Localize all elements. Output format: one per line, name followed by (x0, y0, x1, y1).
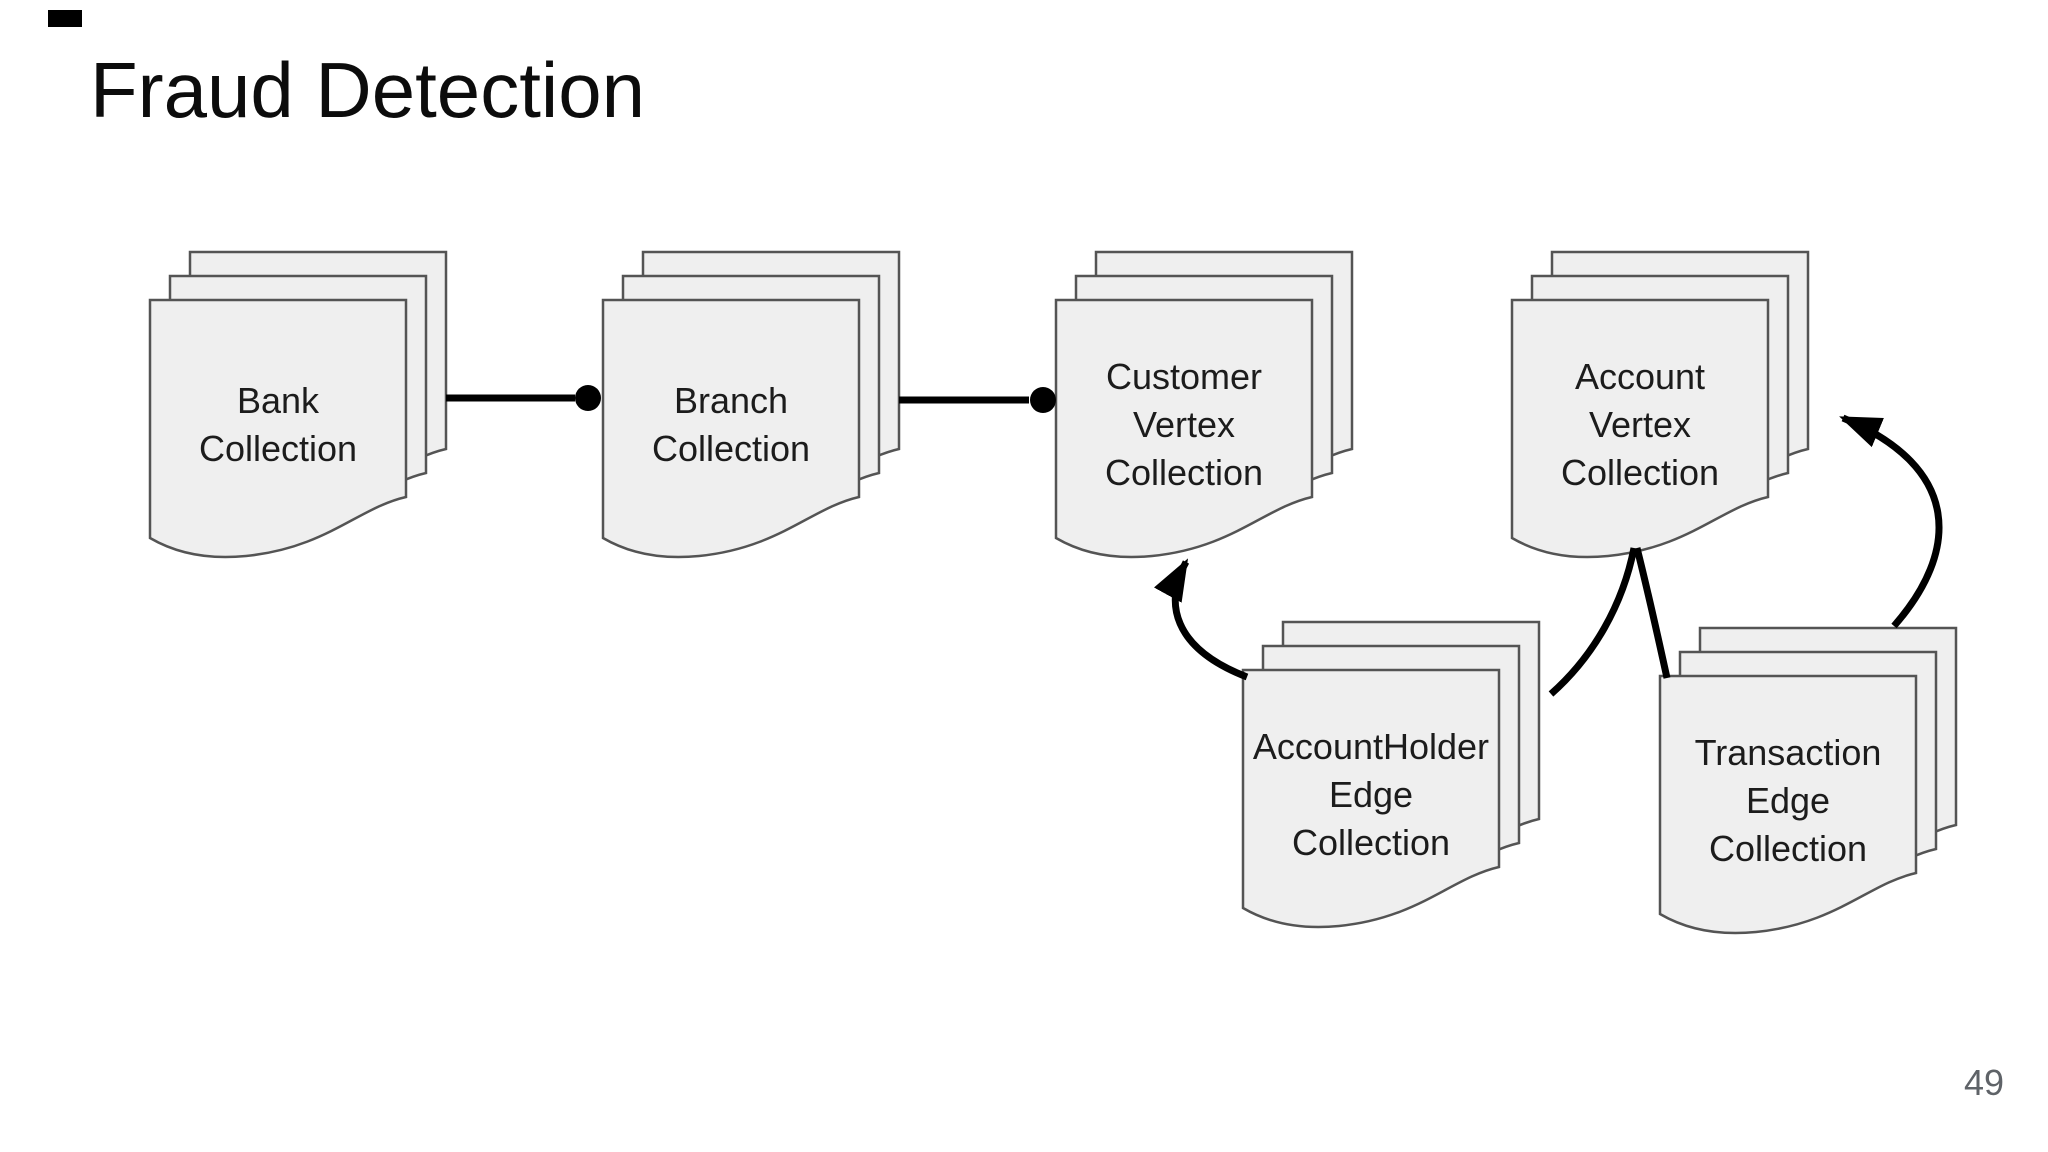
connector-arrow-curve (1153, 558, 1249, 681)
document-shape (601, 298, 861, 559)
document-shape (1658, 674, 1918, 935)
document-shape (1510, 298, 1770, 559)
connector-dot (1030, 387, 1056, 413)
stack-account-vertex (1510, 250, 1810, 559)
connector-dot (575, 385, 601, 411)
stack-branch (601, 250, 901, 559)
stack-transaction-edge (1658, 626, 1958, 935)
branch-to-customer-link (899, 387, 1056, 413)
corner-mark (48, 10, 82, 27)
accountholder-to-customer-arrow (1153, 558, 1249, 681)
stack-accountholder-edge (1241, 620, 1541, 929)
document-shape (1054, 298, 1314, 559)
page-number: 49 (1963, 1062, 2004, 1103)
connector-arrow-curve (1839, 414, 1943, 629)
document-shape (148, 298, 408, 559)
bank-to-branch-link (446, 385, 601, 411)
slide-title: Fraud Detection (90, 46, 645, 134)
document-stacks (148, 250, 1958, 935)
transaction-to-account-arrow (1839, 414, 1943, 629)
stack-bank (148, 250, 448, 559)
connector-curve (1548, 547, 1638, 697)
stack-customer-vertex (1054, 250, 1354, 559)
account-to-transaction-branch (1633, 547, 1671, 679)
account-to-accountholder-branch (1548, 547, 1638, 697)
document-shape (1241, 668, 1501, 929)
connectors (446, 385, 1943, 697)
connector-curve (1633, 547, 1671, 679)
